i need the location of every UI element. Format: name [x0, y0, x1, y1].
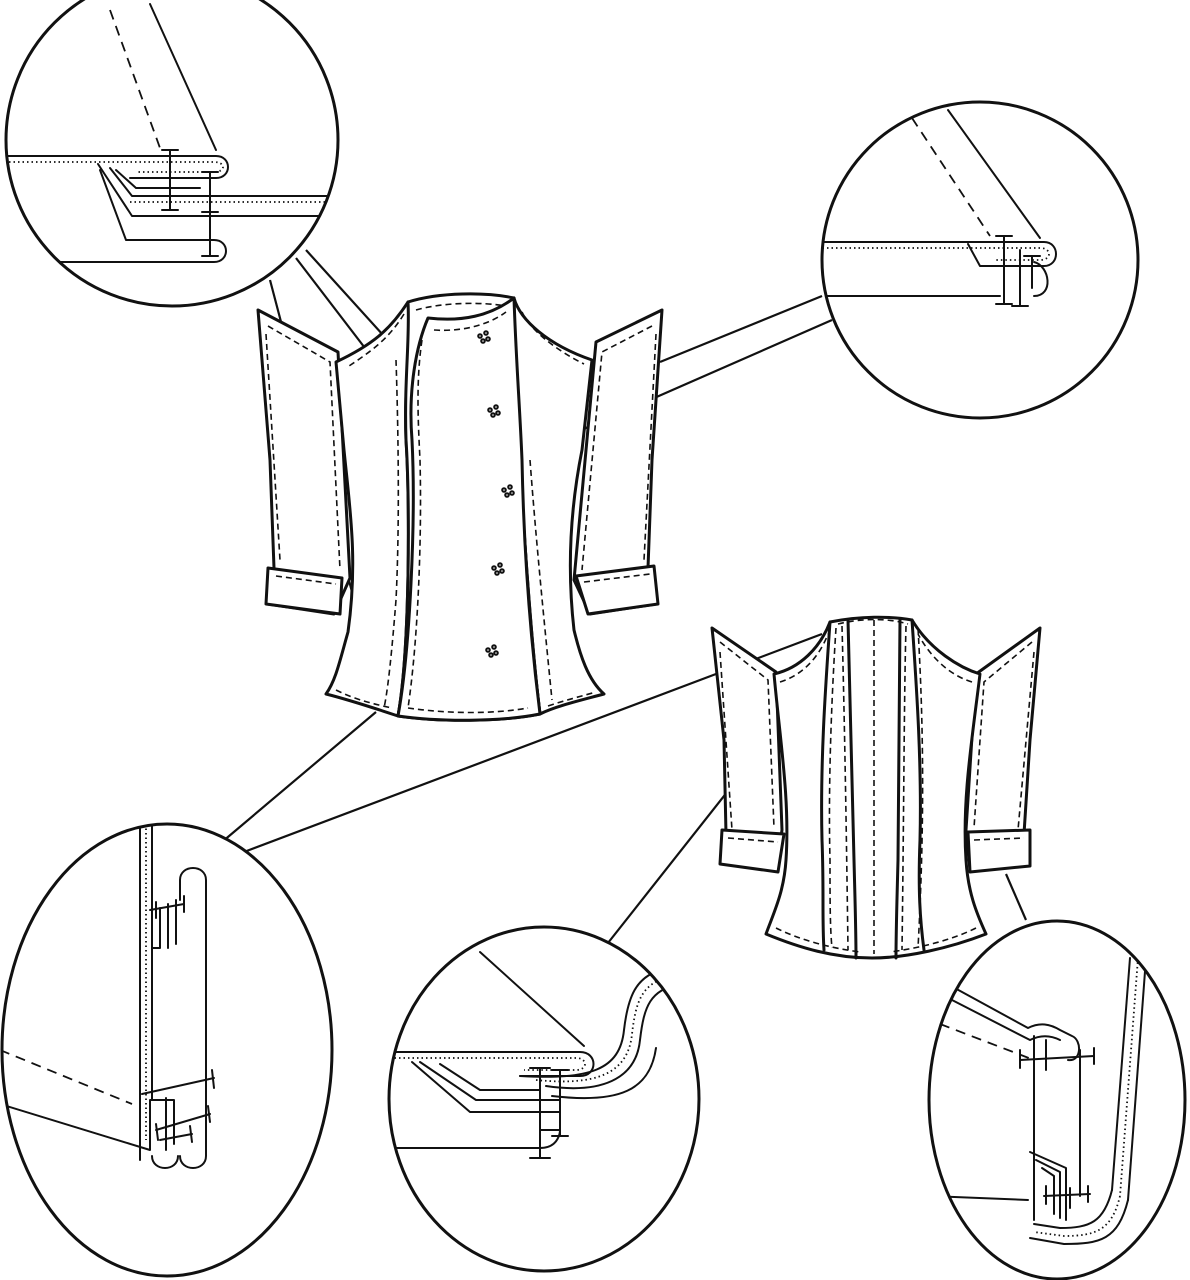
- front-placket: [396, 296, 542, 722]
- button-markers: [477, 330, 515, 658]
- front-view: [256, 292, 664, 722]
- detail-circle-bottom-middle: [387, 925, 701, 1273]
- back-body: [764, 615, 988, 960]
- back-view: [710, 615, 1042, 960]
- back-seam-right-outer: [910, 618, 926, 952]
- leader-bottom-left-1: [221, 711, 377, 843]
- leader-bottom-right: [1004, 873, 1028, 921]
- detail-circle-bottom-right: [927, 919, 1187, 1280]
- button-marker-4: [491, 562, 505, 576]
- back-seam-left-outer: [820, 620, 832, 952]
- back-seam-left-inner: [846, 618, 858, 960]
- detail-circle-top-right: [820, 100, 1140, 420]
- back-seam-right-inner: [894, 618, 902, 960]
- detail-circle-bottom-left: [0, 822, 334, 1278]
- detail-circle-top-left: [4, 0, 340, 308]
- button-marker-3: [501, 484, 515, 498]
- back-left-cuff: [718, 828, 786, 874]
- leader-top-left-2: [295, 257, 369, 353]
- front-left-cuff: [264, 566, 344, 616]
- front-right-cuff: [574, 564, 660, 616]
- back-right-cuff: [966, 828, 1032, 874]
- leader-top-right-1: [659, 294, 823, 364]
- button-marker-5: [485, 644, 499, 658]
- button-marker-2: [487, 404, 501, 418]
- button-marker-1: [477, 330, 491, 344]
